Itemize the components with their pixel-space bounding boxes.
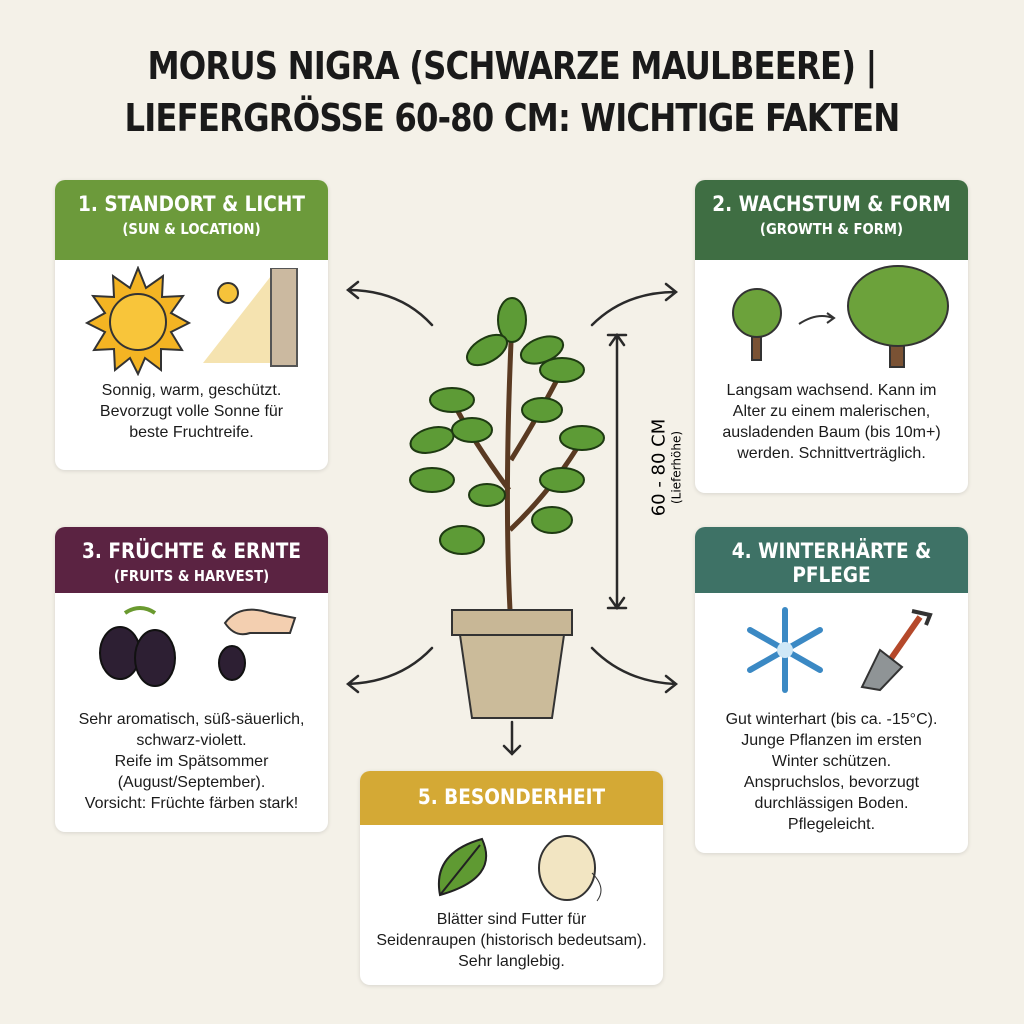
snowflake-icon [747,607,823,693]
card-wachstum-form: 2. WACHSTUM & FORM(GROWTH & FORM) Langsa… [695,180,968,493]
card-header: 2. WACHSTUM & FORM(GROWTH & FORM) [695,180,968,260]
card-text: Sonnig, warm, geschützt.Bevorzugt volle … [99,382,284,441]
card-winterhaerte-pflege: 4. WINTERHÄRTE & PFLEGE(HARDINESS & CARE… [695,527,968,853]
silk-cocoon-icon [538,835,602,902]
large-tree-icon [847,265,949,368]
shovel-icon [860,609,933,692]
sun-icon [84,266,192,376]
card-fruechte-ernte: 3. FRÜCHTE & ERNTE(FRUITS & HARVEST) Seh… [55,527,328,832]
mulberries-icon [99,606,176,687]
hand-picking-icon [218,608,297,681]
page-title: MORUS NIGRA (SCHWARZE MAULBEERE) |LIEFER… [124,44,901,140]
leaf-icon [437,837,488,897]
card-text: Gut winterhart (bis ca. -15°C).Junge Pfl… [725,711,938,833]
card-header: 4. WINTERHÄRTE & PFLEGE(HARDINESS & CARE… [695,527,968,609]
height-measure-label: 60 - 80 CM (Lieferhöhe) [648,418,684,517]
card-header: 5. BESONDERHEIT [360,771,663,825]
small-tree-icon [732,288,782,361]
card-header: 1. STANDORT & LICHT(SUN & LOCATION) [55,180,328,260]
card-text: Sehr aromatisch, süß-säuerlich,schwarz-v… [78,711,305,812]
card-standort-licht: 1. STANDORT & LICHT(SUN & LOCATION) Sonn… [55,180,328,470]
wall-shade-icon [203,268,298,367]
card-header: 3. FRÜCHTE & ERNTE(FRUITS & HARVEST) [55,527,328,593]
potted-plant-illustration [409,297,605,719]
arrow-right-icon [798,312,836,325]
